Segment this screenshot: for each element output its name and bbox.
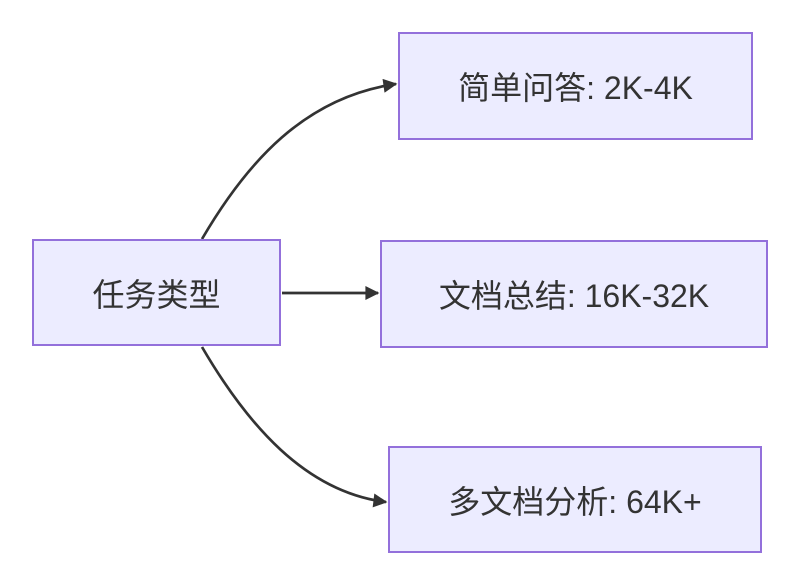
node-simple-qa: 简单问答: 2K-4K <box>398 32 753 140</box>
edge-task-type-to-multi-doc <box>200 346 388 508</box>
node-multi-doc-label: 多文档分析: 64K+ <box>448 483 702 520</box>
edge-task-type-to-simple-qa <box>200 78 398 240</box>
node-task-type-label: 任务类型 <box>92 276 221 313</box>
node-multi-doc: 多文档分析: 64K+ <box>388 446 762 553</box>
node-simple-qa-label: 简单问答: 2K-4K <box>458 70 693 106</box>
node-doc-summary-label: 文档总结: 16K-32K <box>438 278 710 314</box>
node-doc-summary: 文档总结: 16K-32K <box>380 240 768 348</box>
node-task-type: 任务类型 <box>32 239 281 346</box>
